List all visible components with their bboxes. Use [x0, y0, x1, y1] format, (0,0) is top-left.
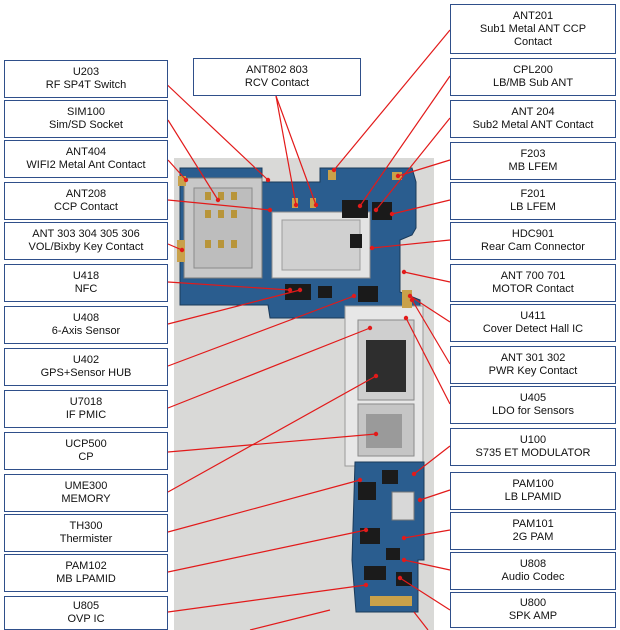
label-pam100-ref: PAM100 — [512, 478, 554, 490]
label-th300-desc: Thermister — [59, 533, 113, 545]
label-u203-desc: RF SP4T Switch — [45, 79, 127, 91]
label-sim100-ref: SIM100 — [67, 106, 105, 118]
label-ant208: ANT208 CCP Contact — [4, 182, 168, 220]
label-u805: U805 OVP IC — [4, 596, 168, 630]
label-u418: U418 NFC — [4, 264, 168, 302]
label-u408: U408 6-Axis Sensor — [4, 306, 168, 344]
label-hdc901-desc: Rear Cam Connector — [481, 241, 585, 253]
label-u418-desc: NFC — [74, 283, 98, 295]
label-cpl200-desc: LB/MB Sub ANT — [492, 77, 574, 89]
label-pam102-desc: MB LPAMID — [56, 573, 116, 585]
label-u808-desc: Audio Codec — [501, 571, 565, 583]
label-ant301: ANT 301 302 PWR Key Contact — [450, 346, 616, 384]
label-pam101: PAM101 2G PAM — [450, 512, 616, 550]
label-f203-desc: MB LFEM — [508, 161, 558, 173]
label-u808: U808 Audio Codec — [450, 552, 616, 590]
label-ucp500: UCP500 CP — [4, 432, 168, 470]
label-ant700-desc: MOTOR Contact — [492, 283, 574, 295]
label-u800-ref: U800 — [519, 597, 547, 609]
usb-contact — [370, 596, 412, 606]
label-hdc901: HDC901 Rear Cam Connector — [450, 222, 616, 260]
label-u203: U203 RF SP4T Switch — [4, 60, 168, 98]
label-u408-ref: U408 — [72, 312, 100, 324]
label-u408-desc: 6-Axis Sensor — [51, 325, 121, 337]
label-u405: U405 LDO for Sensors — [450, 386, 616, 424]
label-u405-desc: LDO for Sensors — [492, 405, 574, 417]
label-ant802: ANT802 803 RCV Contact — [193, 58, 361, 96]
label-u805-ref: U805 — [72, 600, 100, 612]
label-th300-ref: TH300 — [69, 520, 103, 532]
label-pam100-desc: LB LPAMID — [504, 491, 562, 503]
label-u402-desc: GPS+Sensor HUB — [40, 367, 132, 379]
label-ant201: ANT201 Sub1 Metal ANT CCP Contact — [450, 4, 616, 54]
label-cpl200: CPL200 LB/MB Sub ANT — [450, 58, 616, 96]
label-u100: U100 S735 ET MODULATOR — [450, 428, 616, 466]
label-ant301-ref: ANT 301 302 — [500, 352, 566, 364]
label-f203: F203 MB LFEM — [450, 142, 616, 180]
label-f201-ref: F201 — [520, 188, 546, 200]
label-ant700: ANT 700 701 MOTOR Contact — [450, 264, 616, 302]
label-f203-ref: F203 — [520, 148, 546, 160]
label-ant303-desc: VOL/Bixby Key Contact — [28, 241, 144, 253]
label-ant303-ref: ANT 303 304 305 306 — [32, 228, 140, 240]
label-ant204-ref: ANT 204 — [511, 106, 555, 118]
label-ant208-ref: ANT208 — [65, 188, 107, 200]
label-ant700-ref: ANT 700 701 — [500, 270, 566, 282]
label-u808-ref: U808 — [519, 558, 547, 570]
label-sim100: SIM100 Sim/SD Socket — [4, 100, 168, 138]
label-u100-ref: U100 — [519, 434, 547, 446]
label-u7018-desc: IF PMIC — [65, 409, 107, 421]
label-u203-ref: U203 — [72, 66, 100, 78]
label-pam102: PAM102 MB LPAMID — [4, 554, 168, 592]
ap-chip — [366, 340, 406, 392]
label-ume300-desc: MEMORY — [61, 493, 111, 505]
label-ant204-desc: Sub2 Metal ANT Contact — [472, 119, 594, 131]
label-ucp500-desc: CP — [78, 451, 94, 463]
label-ant303: ANT 303 304 305 306 VOL/Bixby Key Contac… — [4, 222, 168, 260]
label-u411-ref: U411 — [520, 310, 546, 322]
label-sim100-desc: Sim/SD Socket — [49, 119, 123, 131]
label-hdc901-ref: HDC901 — [511, 228, 555, 240]
label-ant208-desc: CCP Contact — [54, 201, 118, 213]
label-ant301-desc: PWR Key Contact — [488, 365, 578, 377]
label-u405-ref: U405 — [519, 392, 547, 404]
label-ume300: UME300 MEMORY — [4, 474, 168, 512]
label-ant201-desc2: Contact — [514, 35, 552, 48]
center-shield-inner — [281, 219, 361, 271]
label-ant404-ref: ANT404 — [65, 146, 107, 158]
label-cpl200-ref: CPL200 — [513, 64, 553, 76]
label-u805-desc: OVP IC — [67, 613, 105, 625]
label-ucp500-ref: UCP500 — [65, 438, 107, 450]
label-ant404-desc: WIFI2 Metal Ant Contact — [26, 159, 146, 171]
label-ant204: ANT 204 Sub2 Metal ANT Contact — [450, 100, 616, 138]
label-u402-ref: U402 — [72, 354, 100, 366]
label-pam102-ref: PAM102 — [65, 560, 107, 572]
label-u800-desc: SPK AMP — [508, 610, 558, 622]
label-u7018: U7018 IF PMIC — [4, 390, 168, 428]
label-ant201-ref: ANT201 — [512, 9, 554, 22]
label-ant802-ref: ANT802 803 — [246, 64, 308, 76]
label-f201-desc: LB LFEM — [510, 201, 556, 213]
label-u800: U800 SPK AMP — [450, 592, 616, 628]
label-ant802-desc: RCV Contact — [244, 77, 310, 89]
label-u7018-ref: U7018 — [69, 396, 103, 408]
label-u418-ref: U418 — [72, 270, 100, 282]
label-th300: TH300 Thermister — [4, 514, 168, 552]
label-u411-desc: Cover Detect Hall IC — [482, 323, 584, 335]
label-ume300-ref: UME300 — [64, 480, 108, 492]
label-pam101-ref: PAM101 — [512, 518, 554, 530]
label-pam101-desc: 2G PAM — [512, 531, 554, 543]
label-pam100: PAM100 LB LPAMID — [450, 472, 616, 510]
label-ant201-desc: Sub1 Metal ANT CCP — [479, 22, 587, 35]
label-f201: F201 LB LFEM — [450, 182, 616, 220]
label-u100-desc: S735 ET MODULATOR — [475, 447, 591, 459]
label-ant404: ANT404 WIFI2 Metal Ant Contact — [4, 140, 168, 178]
cp-chip — [366, 414, 402, 448]
label-u411: U411 Cover Detect Hall IC — [450, 304, 616, 342]
label-u402: U402 GPS+Sensor HUB — [4, 348, 168, 386]
